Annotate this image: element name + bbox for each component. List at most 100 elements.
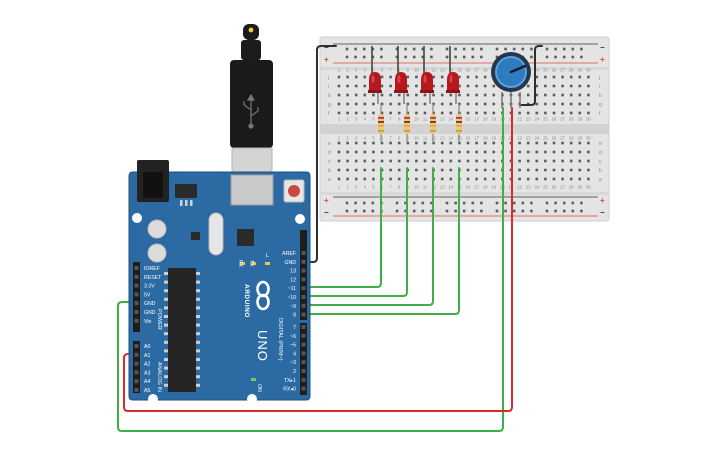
breadboard-hole[interactable] <box>363 150 367 154</box>
breadboard-hole[interactable] <box>475 168 478 172</box>
breadboard-hole[interactable] <box>561 111 564 115</box>
analog-pin[interactable] <box>134 379 139 384</box>
breadboard-hole[interactable] <box>346 168 349 172</box>
breadboard-hole[interactable] <box>466 177 470 181</box>
breadboard-hole[interactable] <box>466 93 470 97</box>
breadboard-hole[interactable] <box>337 141 341 145</box>
rail-hole[interactable] <box>512 209 516 213</box>
analog-pin[interactable] <box>134 344 139 348</box>
breadboard-hole[interactable] <box>372 93 375 97</box>
rail-hole[interactable] <box>371 209 375 213</box>
breadboard-hole[interactable] <box>475 75 478 79</box>
rail-hole[interactable] <box>530 55 533 59</box>
breadboard-hole[interactable] <box>544 75 547 79</box>
breadboard-hole[interactable] <box>363 75 367 79</box>
breadboard-hole[interactable] <box>483 168 487 172</box>
rail-hole[interactable] <box>412 47 416 51</box>
rail-hole[interactable] <box>545 47 549 51</box>
breadboard-hole[interactable] <box>380 111 384 115</box>
breadboard-hole[interactable] <box>346 102 349 106</box>
breadboard-hole[interactable] <box>346 150 349 154</box>
breadboard-hole[interactable] <box>346 75 349 79</box>
breadboard-hole[interactable] <box>337 168 341 172</box>
breadboard-hole[interactable] <box>337 111 341 115</box>
rail-hole[interactable] <box>445 55 449 59</box>
breadboard-hole[interactable] <box>569 75 573 79</box>
power-pin[interactable] <box>134 318 139 323</box>
breadboard-hole[interactable] <box>440 177 444 181</box>
rail-hole[interactable] <box>580 201 583 205</box>
breadboard-hole[interactable] <box>552 93 556 97</box>
breadboard-hole[interactable] <box>492 177 496 181</box>
breadboard-hole[interactable] <box>492 84 496 88</box>
power-pin[interactable] <box>134 266 139 270</box>
breadboard-hole[interactable] <box>483 75 487 79</box>
breadboard-hole[interactable] <box>569 84 573 88</box>
breadboard-hole[interactable] <box>483 93 487 97</box>
breadboard-hole[interactable] <box>397 150 401 154</box>
breadboard-hole[interactable] <box>406 84 410 88</box>
breadboard-hole[interactable] <box>423 93 427 97</box>
rail-hole[interactable] <box>362 47 366 51</box>
breadboard-hole[interactable] <box>346 84 349 88</box>
breadboard-hole[interactable] <box>406 93 410 97</box>
breadboard-hole[interactable] <box>518 177 521 181</box>
breadboard-hole[interactable] <box>423 168 427 172</box>
led-bulb[interactable] <box>395 72 407 92</box>
breadboard-hole[interactable] <box>380 93 384 97</box>
breadboard-hole[interactable] <box>475 150 478 154</box>
rail-hole[interactable] <box>521 209 525 213</box>
breadboard-hole[interactable] <box>475 111 478 115</box>
breadboard-hole[interactable] <box>449 93 453 97</box>
breadboard-hole[interactable] <box>458 75 461 79</box>
breadboard-hole[interactable] <box>569 159 573 163</box>
rail-hole[interactable] <box>571 55 575 59</box>
breadboard-hole[interactable] <box>535 150 539 154</box>
rail-hole[interactable] <box>380 55 383 59</box>
rail-hole[interactable] <box>421 47 425 51</box>
breadboard-hole[interactable] <box>526 111 530 115</box>
breadboard-hole[interactable] <box>423 102 427 106</box>
breadboard-hole[interactable] <box>466 111 470 115</box>
analog-pin[interactable] <box>134 388 139 392</box>
breadboard-hole[interactable] <box>552 102 556 106</box>
breadboard-hole[interactable] <box>526 159 530 163</box>
breadboard-hole[interactable] <box>552 75 556 79</box>
breadboard-hole[interactable] <box>380 102 384 106</box>
rail-hole[interactable] <box>480 55 483 59</box>
breadboard-hole[interactable] <box>578 84 582 88</box>
breadboard-hole[interactable] <box>380 150 384 154</box>
breadboard-hole[interactable] <box>372 159 375 163</box>
breadboard-hole[interactable] <box>440 102 444 106</box>
breadboard-hole[interactable] <box>389 111 392 115</box>
rail-hole[interactable] <box>362 201 366 205</box>
breadboard-hole[interactable] <box>372 150 375 154</box>
breadboard-hole[interactable] <box>363 159 367 163</box>
breadboard-hole[interactable] <box>389 84 392 88</box>
breadboard-hole[interactable] <box>354 141 358 145</box>
rail-hole[interactable] <box>421 201 425 205</box>
breadboard-hole[interactable] <box>518 168 521 172</box>
rail-hole[interactable] <box>454 209 457 213</box>
breadboard-hole[interactable] <box>440 75 444 79</box>
rail-hole[interactable] <box>395 55 399 59</box>
breadboard-hole[interactable] <box>449 102 453 106</box>
breadboard-hole[interactable] <box>475 93 478 97</box>
breadboard-hole[interactable] <box>483 150 487 154</box>
breadboard-hole[interactable] <box>587 84 590 88</box>
breadboard-hole[interactable] <box>415 93 418 97</box>
breadboard-hole[interactable] <box>337 159 341 163</box>
breadboard-hole[interactable] <box>440 150 444 154</box>
power-pin[interactable] <box>134 283 139 288</box>
breadboard-hole[interactable] <box>449 159 453 163</box>
breadboard-hole[interactable] <box>415 168 418 172</box>
breadboard-hole[interactable] <box>363 102 367 106</box>
rail-hole[interactable] <box>512 201 516 205</box>
rail-hole[interactable] <box>430 55 433 59</box>
breadboard-hole[interactable] <box>458 93 461 97</box>
breadboard-hole[interactable] <box>569 111 573 115</box>
rail-hole[interactable] <box>480 209 483 213</box>
breadboard-hole[interactable] <box>354 150 358 154</box>
breadboard-hole[interactable] <box>569 168 573 172</box>
breadboard-hole[interactable] <box>354 177 358 181</box>
